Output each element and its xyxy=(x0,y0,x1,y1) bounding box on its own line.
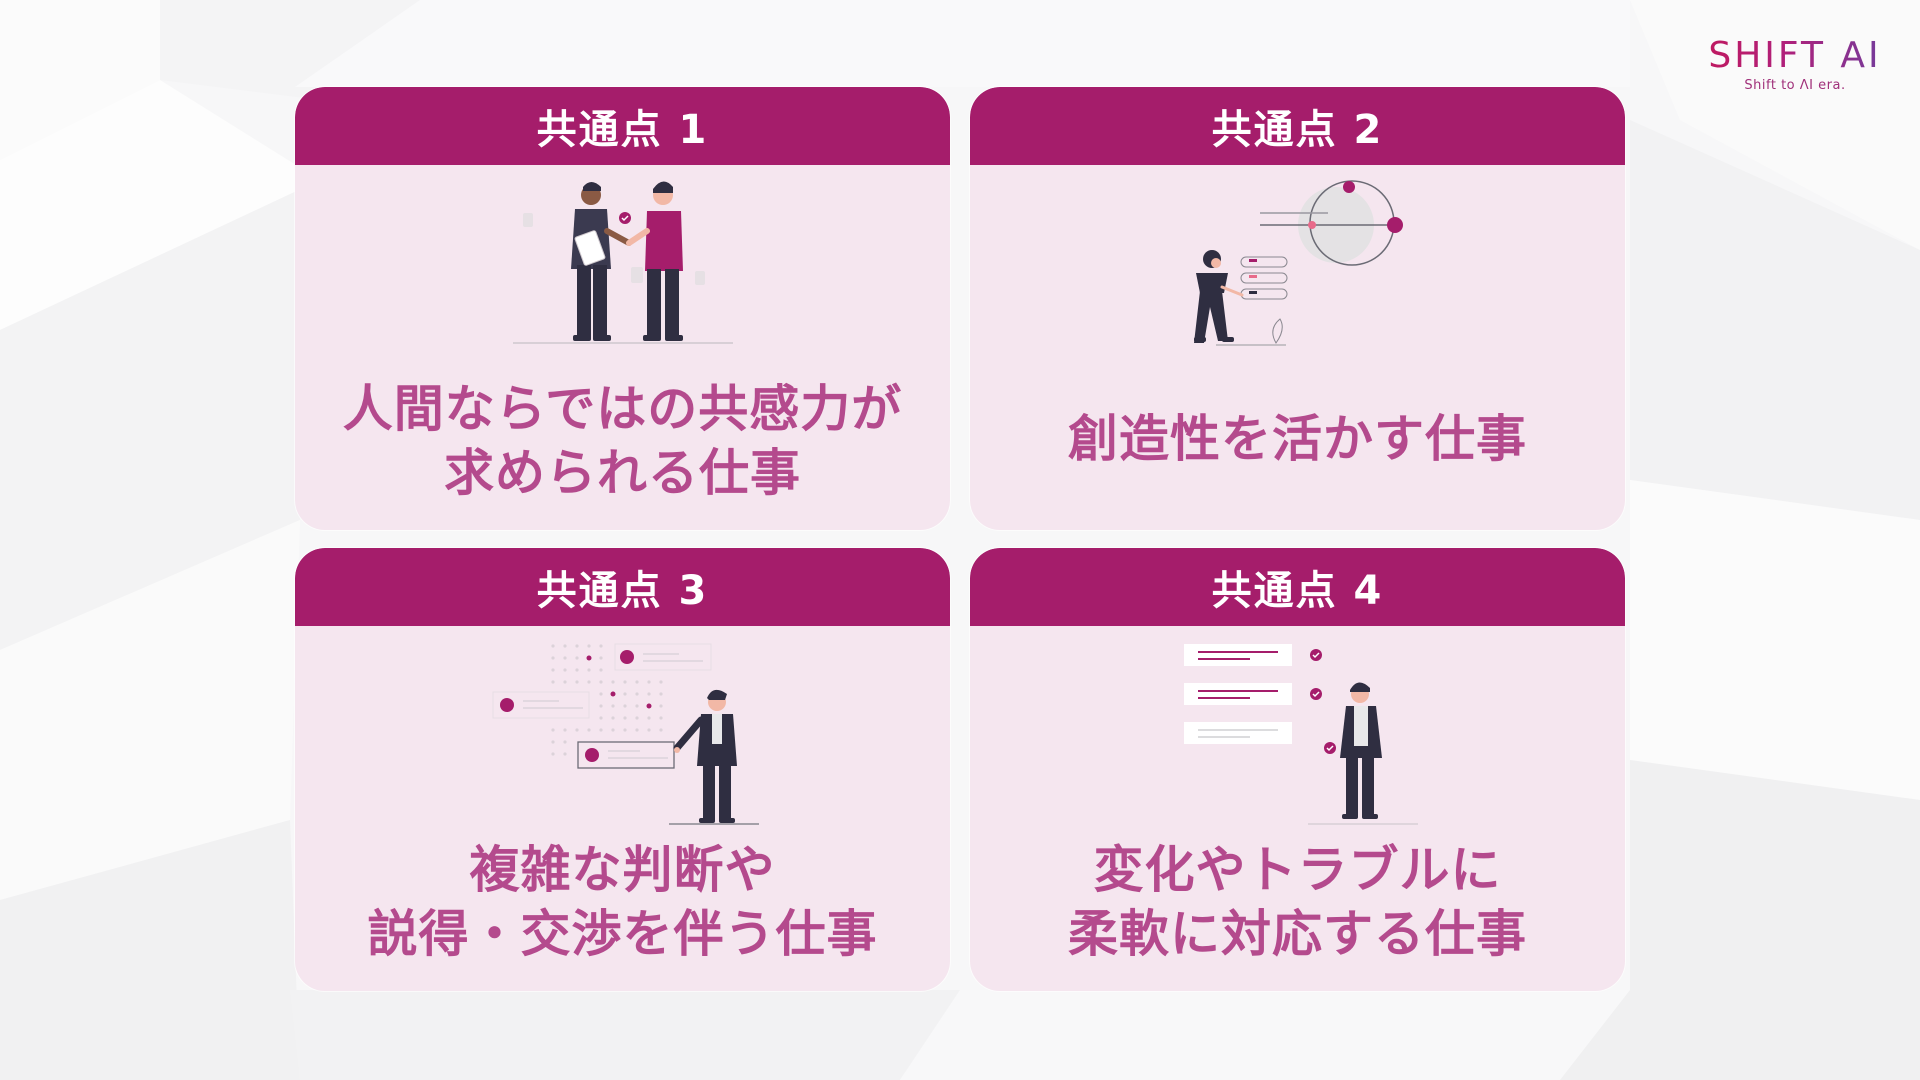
logo-wordmark: SHIFT AI xyxy=(1690,36,1900,76)
card-description: 創造性を活かす仕事 xyxy=(1068,410,1527,468)
logo-tagline: Shift to ΛI era. xyxy=(1744,78,1846,93)
card-header: 共通点 1 xyxy=(295,87,950,165)
man-presenting-dot-grid-illustration xyxy=(295,626,950,826)
checklist-icon xyxy=(1183,644,1418,825)
card-header: 共通点 2 xyxy=(970,87,1625,165)
commonality-card-3: 共通点 3 xyxy=(295,548,950,991)
commonality-card-1: 共通点 1 xyxy=(295,87,950,530)
commonality-card-2: 共通点 2 xyxy=(970,87,1625,530)
card-description: 人間ならではの共感力が 求められる仕事 xyxy=(342,380,903,502)
card-header: 共通点 4 xyxy=(970,548,1625,626)
woman-with-orbit-diagram-illustration xyxy=(970,165,1625,365)
handshake-illustration xyxy=(295,165,950,365)
commonality-grid: 共通点 1 xyxy=(295,87,1625,991)
shift-ai-logo: SHIFT AI Shift to ΛI era. xyxy=(1690,36,1900,94)
card-description: 複雑な判断や 説得・交渉を伴う仕事 xyxy=(367,841,878,963)
dot-grid-presentation-icon xyxy=(492,643,759,825)
card-header: 共通点 3 xyxy=(295,548,950,626)
orbit-diagram-icon xyxy=(1193,180,1403,346)
card-description: 変化やトラブルに 柔軟に対応する仕事 xyxy=(1068,841,1527,963)
man-with-checklist-illustration xyxy=(970,626,1625,826)
handshake-icon xyxy=(512,181,733,344)
commonality-card-4: 共通点 4 xyxy=(970,548,1625,991)
